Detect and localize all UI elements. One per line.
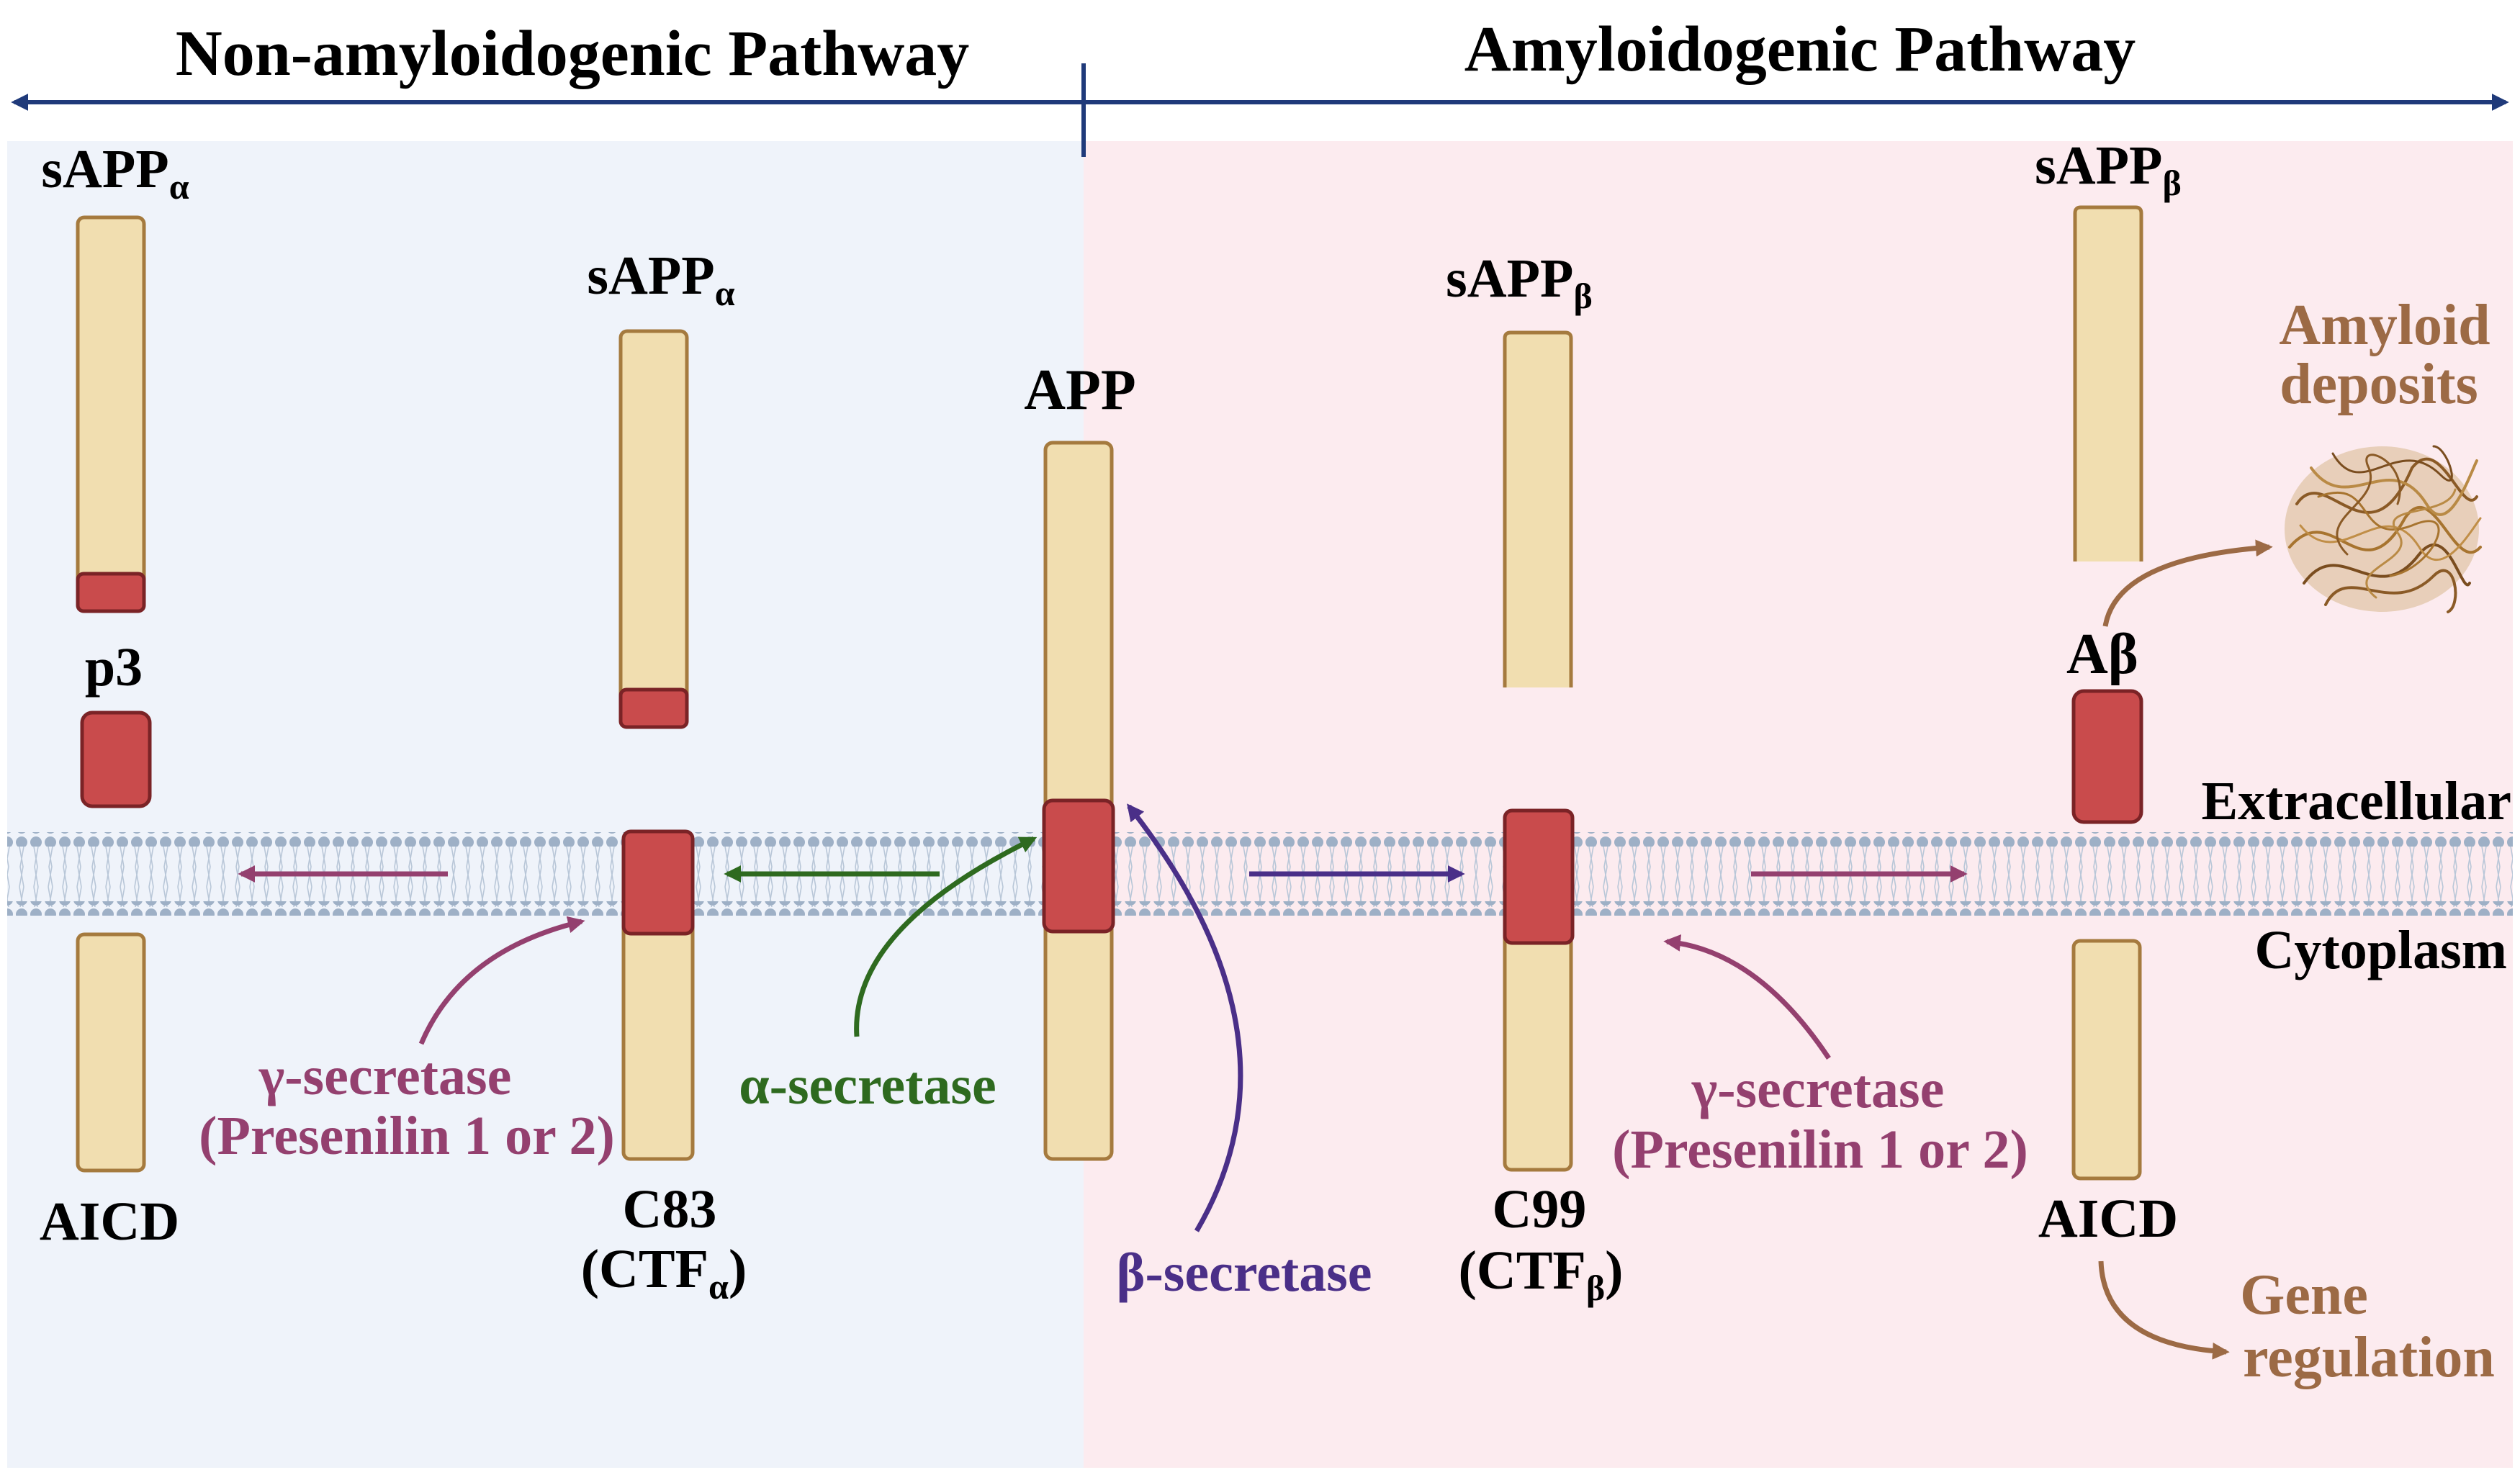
amyloidogenic-title: Amyloidogenic Pathway [1464,14,2136,85]
c83-domain [621,829,695,936]
gamma-right-enzyme-arrow [1663,934,1831,1060]
sapp-alpha-left-domain [76,572,146,613]
amyloidogenic-background [1084,141,2513,1468]
c83-label: C83 [623,1179,717,1240]
p3-fragment [80,711,152,808]
p3-label: p3 [85,637,143,698]
sapp-alpha-mid-fragment [618,329,689,728]
gamma-secretase-left-label: γ-secretase [258,1046,512,1106]
c99-label: C99 [1493,1179,1587,1240]
gamma-left-enzyme-arrow [418,916,585,1045]
sapp-alpha-mid-domain [618,687,689,729]
c99-domain [1503,808,1575,945]
alpha-secretase-label: α-secretase [739,1055,996,1116]
abeta-label: Aβ [2066,623,2138,686]
amyloid-aggregation-arrow [2102,539,2273,627]
cytoplasm-label: Cytoplasm [2255,920,2507,980]
aicd-right-fragment [2071,939,2142,1181]
aicd-left-label: AICD [40,1191,179,1252]
alpha-enzyme-arrow [854,836,1038,1037]
sapp-beta-mid-fragment [1503,330,1573,687]
gene-regulation-label-line1: Gene [2240,1263,2368,1327]
sapp-beta-right-label: sAPPβ [2035,135,2182,203]
ctf-alpha-label: (CTFα) [581,1239,747,1307]
gene-regulation-arrow [2098,1260,2230,1360]
sapp-alpha-left-label: sAPPα [41,139,189,207]
amyloid-deposits-label-line1: Amyloid [2279,294,2490,357]
amyloid-deposits-icon [2285,445,2482,613]
abeta-fragment [2071,689,2143,824]
ctf-beta-label: (CTFβ) [1459,1240,1624,1308]
sapp-alpha-left-fragment [76,215,146,612]
aicd-right-label: AICD [2038,1188,2178,1249]
sapp-beta-right-fragment [2073,205,2143,561]
sapp-beta-mid-label: sAPPβ [1446,248,1593,316]
gene-regulation-label-line2: regulation [2243,1326,2495,1389]
non-amyloidogenic-background [7,141,1084,1468]
app-label: APP [1024,358,1136,422]
non-amyloidogenic-title: Non-amyloidogenic Pathway [176,18,970,89]
aicd-left-fragment [76,932,146,1173]
app-domain [1042,798,1115,934]
extracellular-label: Extracellular [2201,771,2511,831]
presenilin-left-label: (Presenilin 1 or 2) [199,1106,615,1166]
gamma-secretase-right-label: γ-secretase [1691,1059,1945,1119]
sapp-alpha-mid-label: sAPPα [587,245,734,313]
beta-enzyme-arrow [1127,803,1243,1232]
presenilin-right-label: (Presenilin 1 or 2) [1612,1119,2028,1180]
amyloid-deposits-label-line2: deposits [2280,353,2478,416]
beta-secretase-label: β-secretase [1116,1242,1372,1303]
